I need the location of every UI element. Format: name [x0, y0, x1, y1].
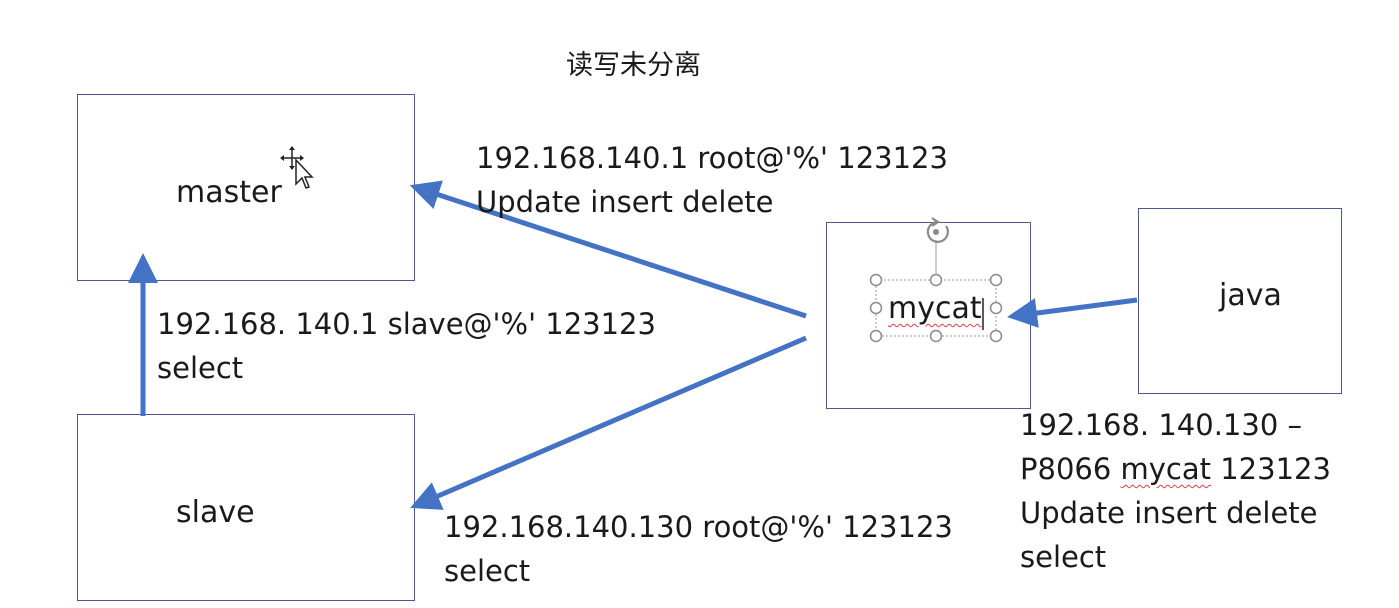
- edge-label-mycat-slave: 192.168.140.130 root@'%' 123123 select: [444, 505, 953, 593]
- mycat-label[interactable]: mycat: [888, 294, 982, 324]
- edge-slave-master-line2: select: [157, 351, 244, 385]
- arrow-mycat-to-master: [409, 180, 807, 319]
- edge-java-mycat-line2-suffix: 123123: [1211, 452, 1331, 486]
- edge-java-mycat-line4: select: [1020, 540, 1107, 574]
- arrow-mycat-to-slave: [410, 335, 807, 510]
- edge-java-mycat-line2: P8066 mycat 123123: [1020, 447, 1331, 491]
- slave-label: slave: [176, 495, 255, 530]
- master-box[interactable]: [77, 94, 415, 281]
- edge-mycat-master-line2: Update insert delete: [476, 185, 774, 219]
- edge-mycat-slave-line2: select: [444, 554, 531, 588]
- rotate-handle-icon: [926, 217, 949, 243]
- edge-label-slave-master: 192.168. 140.1 slave@'%' 123123 select: [157, 302, 656, 390]
- master-label: master: [176, 175, 282, 210]
- edge-java-mycat-line3: Update insert delete: [1020, 496, 1318, 530]
- arrow-java-to-mycat: [1007, 297, 1138, 328]
- mycat-label-text: mycat: [888, 291, 982, 326]
- move-cursor-icon: [280, 146, 314, 189]
- edge-java-mycat-line2-prefix: P8066: [1020, 452, 1121, 486]
- edge-java-mycat-line1: 192.168. 140.130 –: [1020, 408, 1302, 442]
- edge-java-mycat-line2-mycat: mycat: [1120, 452, 1212, 486]
- mycat-box[interactable]: [826, 222, 1031, 409]
- edge-slave-master-line1: 192.168. 140.1 slave@'%' 123123: [157, 307, 656, 341]
- java-box[interactable]: [1138, 208, 1342, 394]
- java-label: java: [1219, 278, 1282, 313]
- diagram-title: 读写未分离: [566, 50, 701, 81]
- edge-mycat-master-line1: 192.168.140.1 root@'%' 123123: [476, 141, 948, 175]
- textbox-selection-frame: [869, 240, 1003, 343]
- edge-mycat-slave-line1: 192.168.140.130 root@'%' 123123: [444, 510, 953, 544]
